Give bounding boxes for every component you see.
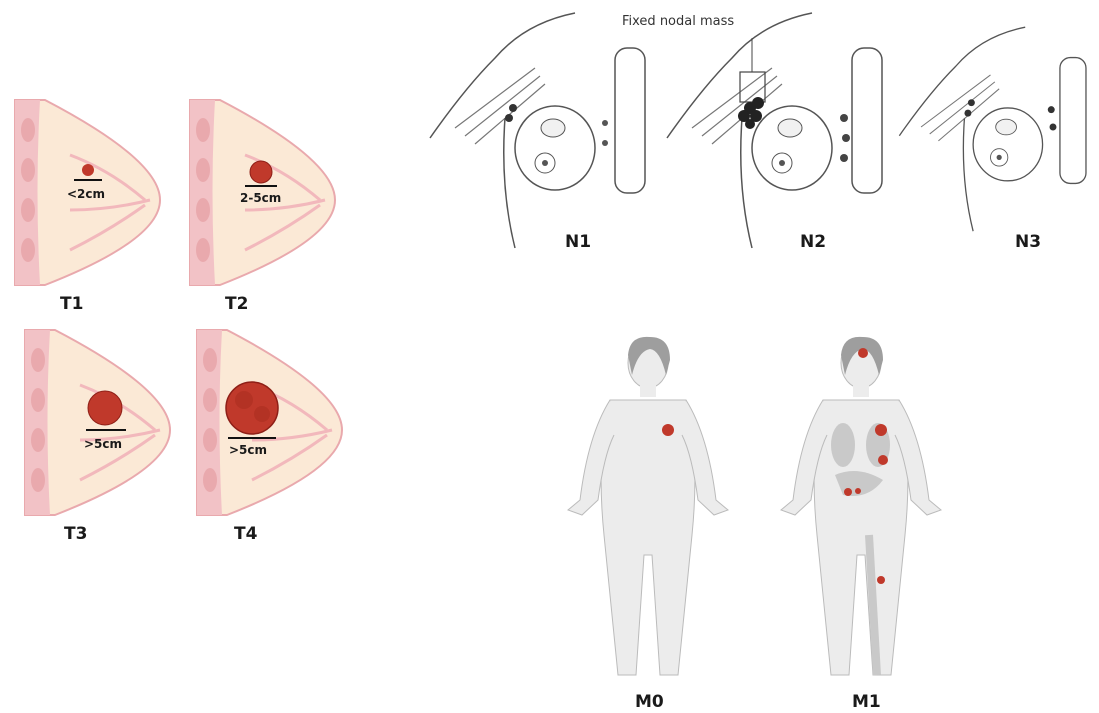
stage-label-m0: M0 — [635, 692, 664, 712]
stage-label-n1: N1 — [565, 232, 591, 252]
lymph-node — [1048, 106, 1055, 113]
n2-axilla-illustration — [662, 8, 897, 233]
m0-body-illustration — [560, 335, 740, 690]
t2-breast-illustration: 2-5cm — [185, 100, 345, 290]
t4-breast-illustration: >5cm — [192, 330, 352, 520]
stage-label-m1: M1 — [852, 692, 881, 712]
bone-metastasis — [877, 576, 885, 584]
lymph-node — [840, 154, 848, 162]
lymph-node — [964, 110, 971, 117]
lymph-node — [505, 114, 513, 122]
lymph-node — [602, 120, 608, 126]
tumor-size-label: 2-5cm — [240, 191, 281, 205]
stage-label-t1: T1 — [60, 294, 83, 314]
lymph-node — [1050, 124, 1057, 131]
lymph-node — [602, 140, 608, 146]
lymph-node — [509, 104, 517, 112]
brain-metastasis — [858, 348, 868, 358]
t1-breast-illustration: <2cm — [10, 100, 170, 290]
stage-label-t2: T2 — [225, 294, 248, 314]
liver-metastasis — [855, 488, 861, 494]
breast-tumor — [875, 424, 887, 436]
primary-tumor — [662, 424, 674, 436]
lymph-node — [968, 99, 975, 106]
tumor-size-label: >5cm — [84, 437, 122, 451]
t3-breast-illustration: >5cm — [20, 330, 180, 520]
liver-metastasis — [844, 488, 852, 496]
n3-axilla-illustration — [895, 8, 1099, 233]
tumor-size-label: <2cm — [67, 187, 105, 201]
fixed-nodal-mass-callout: Fixed nodal mass — [622, 14, 734, 29]
stage-label-t3: T3 — [64, 524, 87, 544]
tumor-mass — [250, 161, 272, 183]
stage-label-n3: N3 — [1015, 232, 1041, 252]
n1-axilla-illustration — [425, 8, 660, 233]
stage-label-t4: T4 — [234, 524, 257, 544]
tumor-mass — [88, 391, 122, 425]
tumor-mass — [226, 382, 278, 434]
tumor-size-label: >5cm — [229, 443, 267, 457]
stage-label-n2: N2 — [800, 232, 826, 252]
lymph-node — [840, 114, 848, 122]
lung-metastasis — [878, 455, 888, 465]
m1-body-illustration — [773, 335, 953, 690]
tumor-mass — [82, 164, 94, 176]
lymph-node — [842, 134, 850, 142]
